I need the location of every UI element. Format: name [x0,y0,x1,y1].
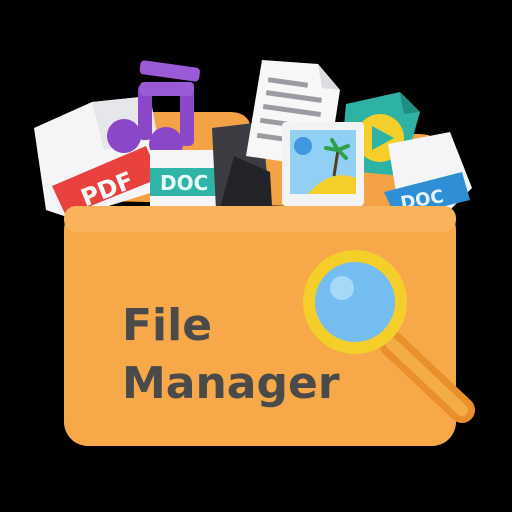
photo-image-icon [282,122,364,206]
doc-tag-left: DOC [160,171,208,195]
app-title-line2: Manager [122,358,340,409]
app-title-line1: File [122,300,212,351]
doc-document-icon-right: DOC [384,132,472,218]
magnifier-icon [303,250,475,423]
